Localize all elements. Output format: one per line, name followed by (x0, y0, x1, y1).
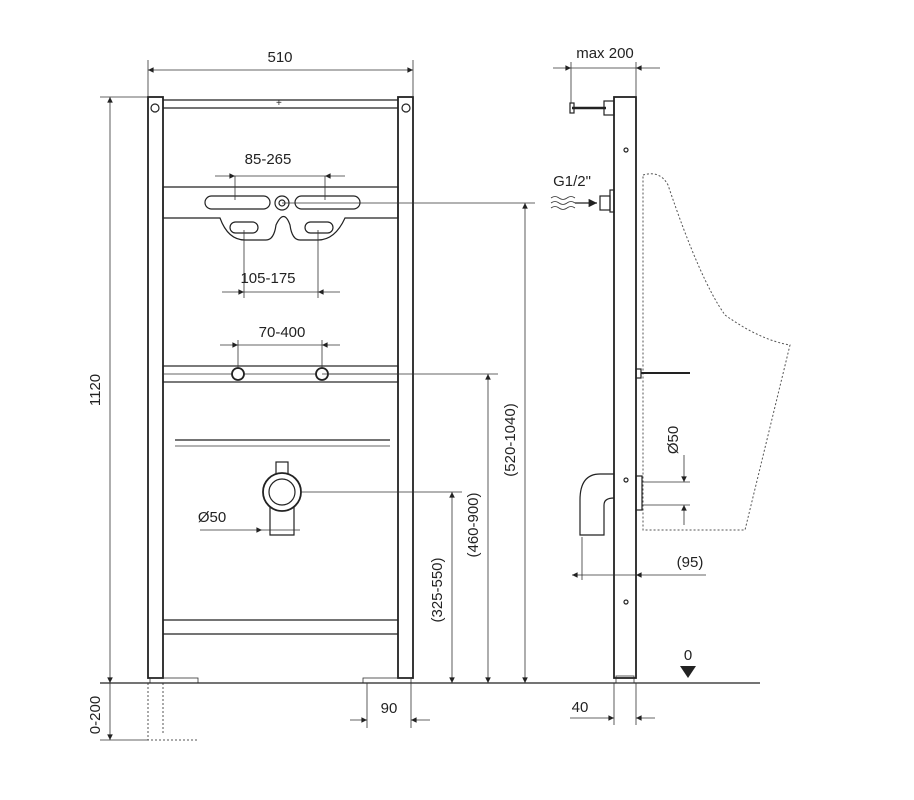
feet-adjust-label: 0-200 (87, 696, 104, 734)
dimension-offset: (95) (572, 537, 706, 580)
floor-level-triangle-icon (680, 666, 696, 678)
drain-height-label: (325-550) (429, 557, 446, 622)
dimension-rail: 70-400 (220, 324, 340, 368)
water-inlet: G1/2" (550, 173, 615, 213)
rail-height-label: (460-900) (465, 492, 482, 557)
dimension-frame-depth: 40 (570, 683, 655, 725)
upper-bracket (162, 186, 399, 241)
rail-label: 70-400 (259, 324, 306, 341)
height-label: 1120 (87, 374, 104, 406)
dimension-heights: (520-1040) (460-900) (325-550) (282, 202, 535, 683)
dimension-width: 510 (147, 49, 414, 97)
dimension-side-drain: Ø50 (643, 426, 690, 525)
drain-diameter-label: Ø50 (198, 509, 226, 526)
svg-text:+: + (276, 98, 282, 109)
lower-slots-label: 105-175 (240, 270, 295, 287)
foot-label: 90 (381, 700, 398, 717)
urinal-outline (642, 173, 791, 531)
side-drain-diameter-label: Ø50 (665, 426, 682, 454)
upper-slots-label: 85-265 (245, 151, 292, 168)
inlet-height-label: (520-1040) (502, 403, 519, 476)
front-view: + (87, 49, 760, 741)
inlet-thread-label: G1/2" (553, 173, 591, 190)
dimension-max-depth: max 200 (553, 45, 660, 103)
dimension-drain-diameter: Ø50 (198, 509, 300, 533)
dimension-foot: 90 (350, 683, 430, 728)
floor-level-marker: 0 (680, 647, 696, 678)
side-view: G1/2" max 200 Ø50 (550, 45, 791, 725)
width-label: 510 (267, 49, 292, 66)
urinal-bolt (635, 368, 690, 379)
dimension-upper-slots: 85-265 (215, 151, 345, 200)
floor-level-label: 0 (684, 647, 692, 664)
frame-depth-label: 40 (572, 699, 589, 716)
drain-offset-label: (95) (677, 554, 704, 571)
dimension-height: 1120 0-200 (87, 96, 760, 741)
frame-column (613, 96, 637, 679)
drain-elbow (579, 473, 643, 536)
dimension-lower-slots: 105-175 (222, 230, 340, 298)
top-anchor (569, 100, 615, 116)
lower-bracket (175, 439, 390, 447)
max-depth-label: max 200 (576, 45, 634, 62)
frame: + (147, 96, 414, 741)
drain-pipe (262, 461, 302, 536)
